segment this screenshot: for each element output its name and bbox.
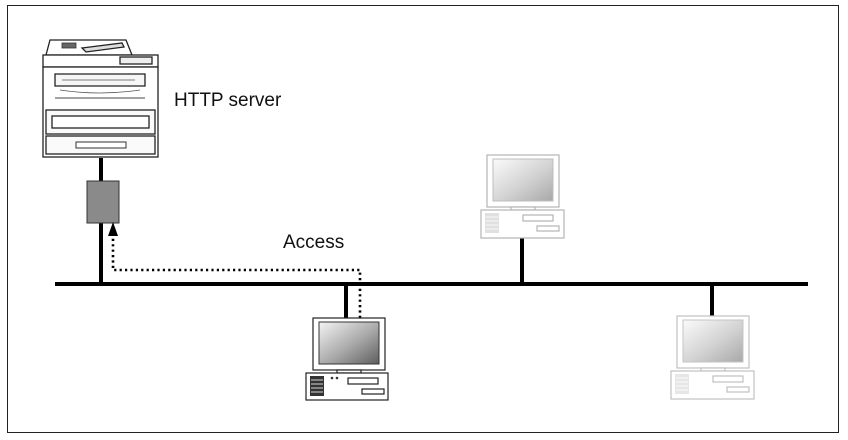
access-path bbox=[111, 232, 362, 318]
http-server-label: HTTP server bbox=[174, 90, 282, 111]
computer-icon bbox=[480, 154, 565, 239]
multifunction-printer-icon bbox=[42, 39, 159, 158]
access-arrowhead bbox=[108, 222, 118, 236]
access-label: Access bbox=[283, 232, 345, 253]
computer-icon bbox=[305, 317, 389, 401]
network-adapter-icon bbox=[86, 180, 120, 224]
computer-icon bbox=[670, 315, 755, 400]
